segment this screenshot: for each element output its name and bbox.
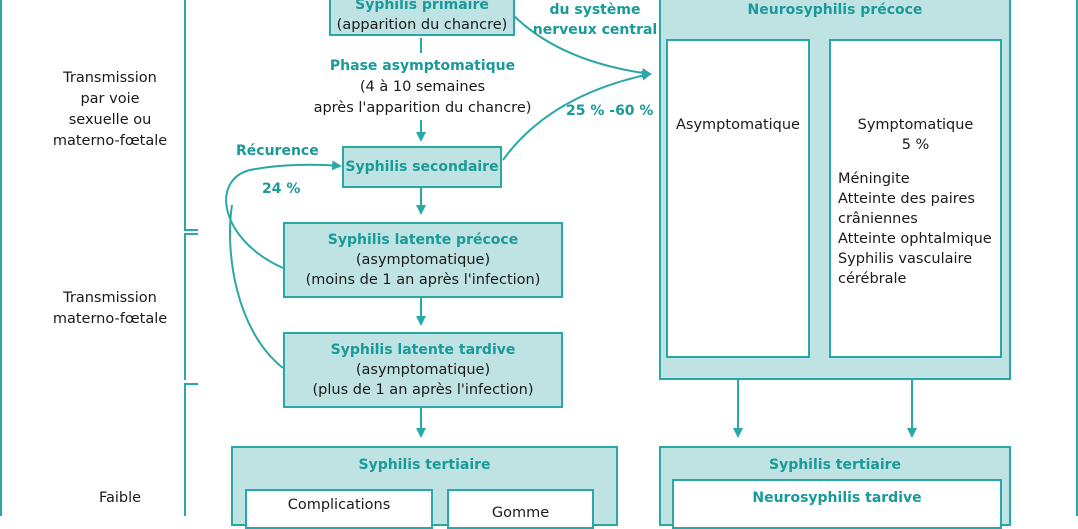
node-syphilis-secondaire: Syphilis secondaire: [342, 146, 502, 188]
symptom-item: Méningite: [838, 171, 910, 187]
symptom-list: Méningite Atteinte des paires crâniennes…: [831, 169, 1000, 289]
label-transmission-sexual: Transmission par voie sexuelle ou matern…: [52, 70, 168, 149]
box-complications: Complications: [245, 489, 433, 529]
secondaire-title: Syphilis secondaire: [345, 159, 499, 175]
box-symptomatique: Symptomatique 5 % Méningite Atteinte des…: [829, 39, 1002, 358]
diagram-frame: [0, 0, 1078, 516]
node-syphilis-primaire: Syphilis primaire (apparition du chancre…: [329, 0, 515, 36]
phase-asymptomatique: Phase asymptomatique (4 à 10 semaines ap…: [300, 56, 545, 119]
symptom-item: Atteinte ophtalmique: [838, 231, 992, 247]
complications-label: Complications: [287, 497, 391, 513]
bracket-low: [184, 383, 198, 516]
snc-label: du système nerveux central: [530, 0, 660, 40]
arrow-secondaire-neuro: [502, 70, 652, 161]
symptom-item: Atteinte des paires: [838, 191, 975, 207]
asym-label: Asymptomatique: [676, 117, 800, 133]
tardive-line2: (plus de 1 an après l'infection): [312, 382, 534, 398]
line-recurrence-tardive: [229, 204, 284, 369]
phase-line2: après l'apparition du chancre): [313, 100, 532, 116]
tardive-title: Syphilis latente tardive: [330, 342, 516, 358]
phase-title: Phase asymptomatique: [329, 58, 516, 74]
label-transmission-maternal: Transmission materno-fœtale: [52, 290, 168, 327]
snc-pct: 25 % -60 %: [566, 103, 654, 119]
recurrence-pct: 24 %: [262, 181, 301, 197]
label-low: Faible: [98, 490, 142, 506]
bracket-sexual: [184, 0, 198, 231]
symptom-item: cérébrale: [838, 271, 907, 287]
sym-label: Symptomatique: [857, 117, 974, 133]
sym-pct: 5 %: [901, 137, 930, 153]
precoce-line1: (asymptomatique): [355, 252, 491, 268]
symptom-item: crâniennes: [838, 211, 918, 227]
box-neurosyphilis-tardive: Neurosyphilis tardive: [672, 479, 1002, 529]
snc-line2: nerveux central: [532, 22, 658, 38]
bracket-maternal: [184, 233, 198, 380]
node-latente-tardive: Syphilis latente tardive (asymptomatique…: [283, 332, 563, 408]
arrow-recurrence: [225, 160, 342, 269]
primaire-title: Syphilis primaire: [355, 0, 489, 13]
arrow-primaire-neuro: [511, 13, 652, 78]
symptom-item: Syphilis vasculaire: [838, 251, 973, 267]
phase-line1: (4 à 10 semaines: [359, 79, 486, 95]
gomme-label: Gomme: [491, 505, 550, 521]
box-asymptomatique: Asymptomatique: [666, 39, 810, 358]
neuro-tardive-title: Neurosyphilis tardive: [752, 490, 922, 506]
precoce-title: Syphilis latente précoce: [327, 232, 519, 248]
snc-line1: du système: [549, 2, 641, 18]
box-gomme: Gomme: [447, 489, 594, 529]
neuro-precoce-title: Neurosyphilis précoce: [747, 2, 923, 18]
primaire-sub: (apparition du chancre): [336, 17, 508, 33]
tertiaire-left-title: Syphilis tertiaire: [358, 457, 491, 473]
node-latente-precoce: Syphilis latente précoce (asymptomatique…: [283, 222, 563, 298]
tertiaire-right-title: Syphilis tertiaire: [768, 457, 902, 473]
tardive-line1: (asymptomatique): [355, 362, 491, 378]
precoce-line2: (moins de 1 an après l'infection): [305, 272, 541, 288]
recurrence-label: Récurence: [236, 143, 319, 159]
